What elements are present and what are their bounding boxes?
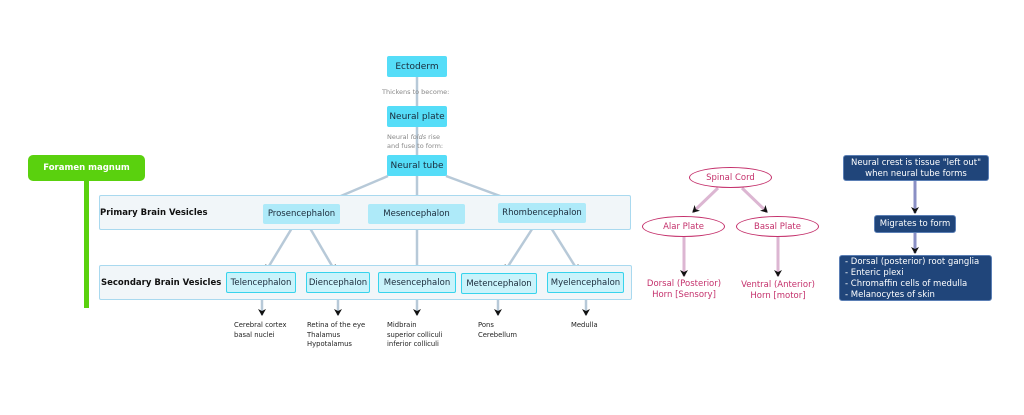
secondary-vesicle-label: Myelencephalon: [550, 277, 621, 288]
neural-crest-derivative: - Melanocytes of skin: [845, 290, 935, 300]
ectoderm-node[interactable]: Ectoderm: [387, 56, 447, 77]
neural-crest-derivatives-node[interactable]: - Dorsal (posterior) root ganglia - Ente…: [839, 255, 992, 301]
folds-note-line2: and fuse to form:: [387, 142, 444, 150]
spinal-cord-node[interactable]: Spinal Cord: [689, 167, 772, 188]
derivative-line: superior colliculi: [387, 330, 443, 339]
neural-crest-derivative: - Enteric plexi: [845, 268, 904, 278]
derivative-myelencephalon: Medulla: [571, 321, 598, 331]
connector-spinal-basal: [740, 186, 769, 214]
ventral-horn-text: Ventral (Anterior) Horn [motor]: [734, 280, 822, 302]
basal-plate-label: Basal Plate: [754, 221, 801, 232]
ectoderm-label: Ectoderm: [395, 61, 439, 72]
connector-pros-telen: [264, 222, 297, 272]
foramen-magnum-bar: [84, 181, 89, 308]
secondary-vesicle-label: Mesencephalon: [383, 277, 451, 288]
migrates-node[interactable]: Migrates to form: [874, 215, 956, 233]
secondary-vesicle-mesencephalon[interactable]: Mesencephalon: [378, 272, 456, 293]
derivative-line: inferior colliculi: [387, 340, 439, 348]
primary-vesicle-rhombencephalon[interactable]: Rhombencephalon: [498, 203, 586, 223]
dorsal-horn-line: Horn [Sensory]: [652, 290, 716, 300]
basal-plate-node[interactable]: Basal Plate: [736, 216, 819, 237]
derivative-line: Medulla: [571, 321, 598, 329]
spinal-cord-label: Spinal Cord: [706, 172, 755, 183]
primary-vesicle-prosencephalon[interactable]: Prosencephalon: [263, 204, 340, 224]
neural-crest-derivative: - Chromaffin cells of medulla: [845, 279, 968, 289]
secondary-vesicle-metencephalon[interactable]: Metencephalon: [461, 273, 537, 294]
primary-vesicle-mesencephalon[interactable]: Mesencephalon: [368, 204, 465, 224]
primary-vesicle-label: Rhombencephalon: [502, 208, 582, 218]
dorsal-horn-text: Dorsal (Posterior) Horn [Sensory]: [640, 279, 728, 301]
primary-vesicle-label: Prosencephalon: [267, 209, 336, 219]
folds-note-em: folds: [410, 133, 427, 141]
folds-note-a: Neural: [387, 133, 411, 141]
neural-tube-node[interactable]: Neural tube: [387, 155, 447, 176]
dorsal-horn-line: Dorsal (Posterior): [646, 279, 722, 289]
connector-pros-dien: [305, 222, 337, 272]
derivative-line: Pons: [478, 321, 494, 329]
derivative-line: basal nuclei: [234, 330, 275, 339]
connector-spinal-alar: [691, 186, 720, 214]
alar-plate-label: Alar Plate: [663, 221, 704, 232]
secondary-vesicle-label: Diencephalon: [308, 277, 368, 288]
derivative-line: Hypotalamus: [307, 340, 352, 348]
neural-crest-title-line: when neural tube forms: [865, 169, 967, 179]
neural-crest-derivative: - Dorsal (posterior) root ganglia: [845, 257, 980, 267]
secondary-vesicle-telencephalon[interactable]: Telencephalon: [226, 272, 296, 293]
neural-plate-label: Neural plate: [389, 111, 445, 122]
connector-rhomb-myelen: [546, 222, 580, 272]
ventral-horn-line: Horn [motor]: [750, 291, 806, 301]
derivative-line: Cerebral cortex: [234, 321, 287, 329]
derivative-diencephalon: Retina of the eye Thalamus Hypotalamus: [307, 321, 365, 350]
migrates-label: Migrates to form: [879, 218, 951, 229]
derivative-line: Retina of the eye: [307, 321, 366, 329]
secondary-vesicle-myelencephalon[interactable]: Myelencephalon: [547, 272, 624, 293]
foramen-magnum-node[interactable]: Foramen magnum: [28, 155, 145, 181]
neural-tube-label: Neural tube: [390, 160, 444, 171]
thickens-note: Thickens to become:: [382, 88, 450, 96]
secondary-vesicle-label: Telencephalon: [230, 277, 292, 288]
derivative-telencephalon: Cerebral cortex basal nuclei: [234, 321, 287, 340]
foramen-magnum-label: Foramen magnum: [43, 163, 130, 173]
neural-crest-title-line: Neural crest is tissue "left out": [851, 158, 981, 168]
derivative-metencephalon: Pons Cerebellum: [478, 321, 517, 340]
neural-crest-node[interactable]: Neural crest is tissue "left out" when n…: [843, 155, 989, 181]
ventral-horn-line: Ventral (Anterior): [741, 280, 815, 290]
neural-plate-node[interactable]: Neural plate: [387, 106, 447, 127]
derivative-mesencephalon: Midbrain superior colliculi inferior col…: [387, 321, 443, 350]
secondary-vesicles-label: Secondary Brain Vesicles: [101, 278, 222, 288]
secondary-vesicle-diencephalon[interactable]: Diencephalon: [306, 272, 370, 293]
derivative-line: Thalamus: [307, 330, 341, 339]
alar-plate-node[interactable]: Alar Plate: [642, 216, 725, 237]
primary-vesicles-label: Primary Brain Vesicles: [100, 208, 208, 218]
primary-vesicle-label: Mesencephalon: [383, 209, 450, 219]
connector-rhomb-meten: [503, 222, 538, 272]
secondary-vesicle-label: Metencephalon: [466, 278, 532, 289]
derivative-line: Midbrain: [387, 321, 417, 329]
derivative-line: Cerebellum: [478, 330, 517, 339]
folds-note-b: rise: [426, 133, 441, 141]
